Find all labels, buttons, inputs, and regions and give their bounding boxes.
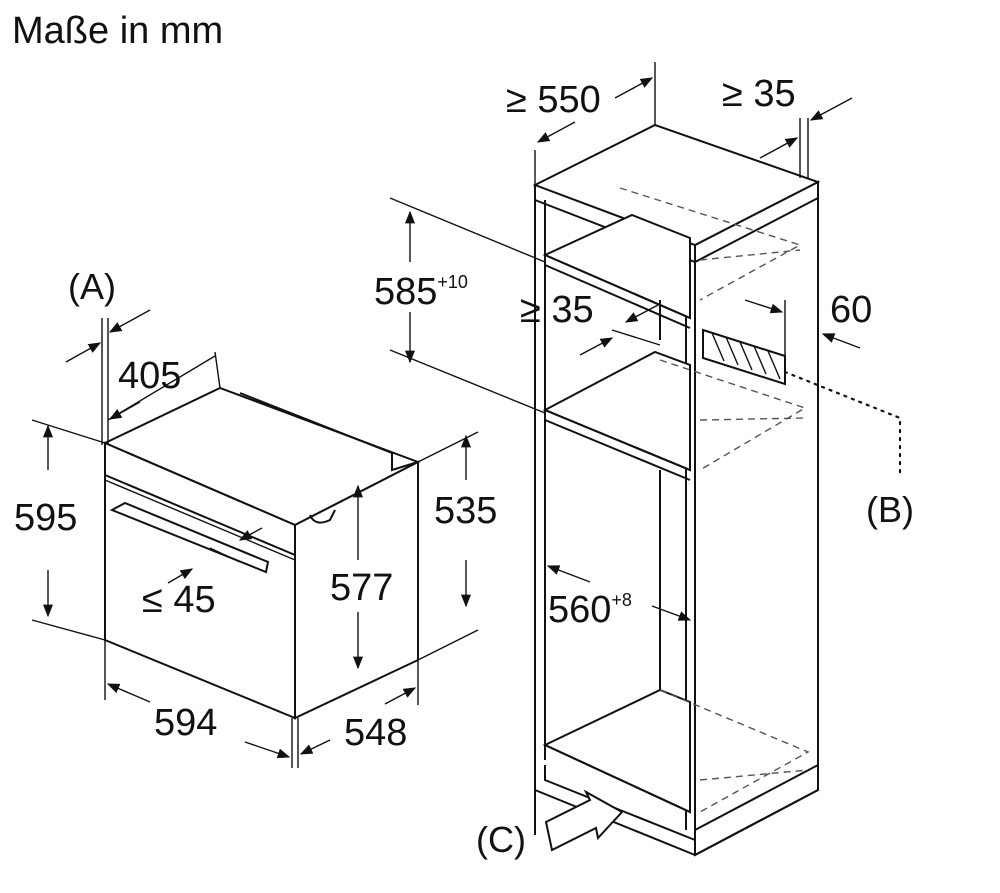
dim-548: 548 [344, 712, 407, 754]
label-c: (C) [476, 819, 526, 860]
dim-60: 60 [830, 289, 872, 331]
label-b: (B) [866, 489, 914, 530]
dim-max45: ≤ 45 [142, 579, 216, 621]
dim-min550: ≥ 550 [506, 79, 601, 121]
oven-door-handle [109, 501, 270, 574]
vent-callout-line [783, 370, 902, 480]
air-inlet-arrow [544, 789, 624, 852]
page-title: Maße in mm [12, 10, 223, 52]
oven-control-strip [104, 474, 296, 556]
label-a: (A) [68, 266, 116, 307]
dim-560: 560+8 [548, 589, 632, 631]
cabinet-drawing [532, 123, 821, 857]
dim-594: 594 [154, 702, 217, 744]
dim-a-arrow-left [65, 342, 102, 363]
dim-535: 535 [434, 490, 497, 532]
dim-min35-mid: ≥ 35 [520, 289, 594, 331]
dim-405: 405 [118, 355, 181, 397]
dim-a-arrow-right [108, 309, 151, 333]
dim-min35-top: ≥ 35 [722, 73, 796, 115]
cabinet-side-panel [694, 180, 819, 857]
dim-585: 585+10 [374, 271, 468, 313]
oven-drawing [102, 386, 421, 720]
dim-577: 577 [330, 567, 393, 609]
dim-595: 595 [14, 497, 77, 539]
